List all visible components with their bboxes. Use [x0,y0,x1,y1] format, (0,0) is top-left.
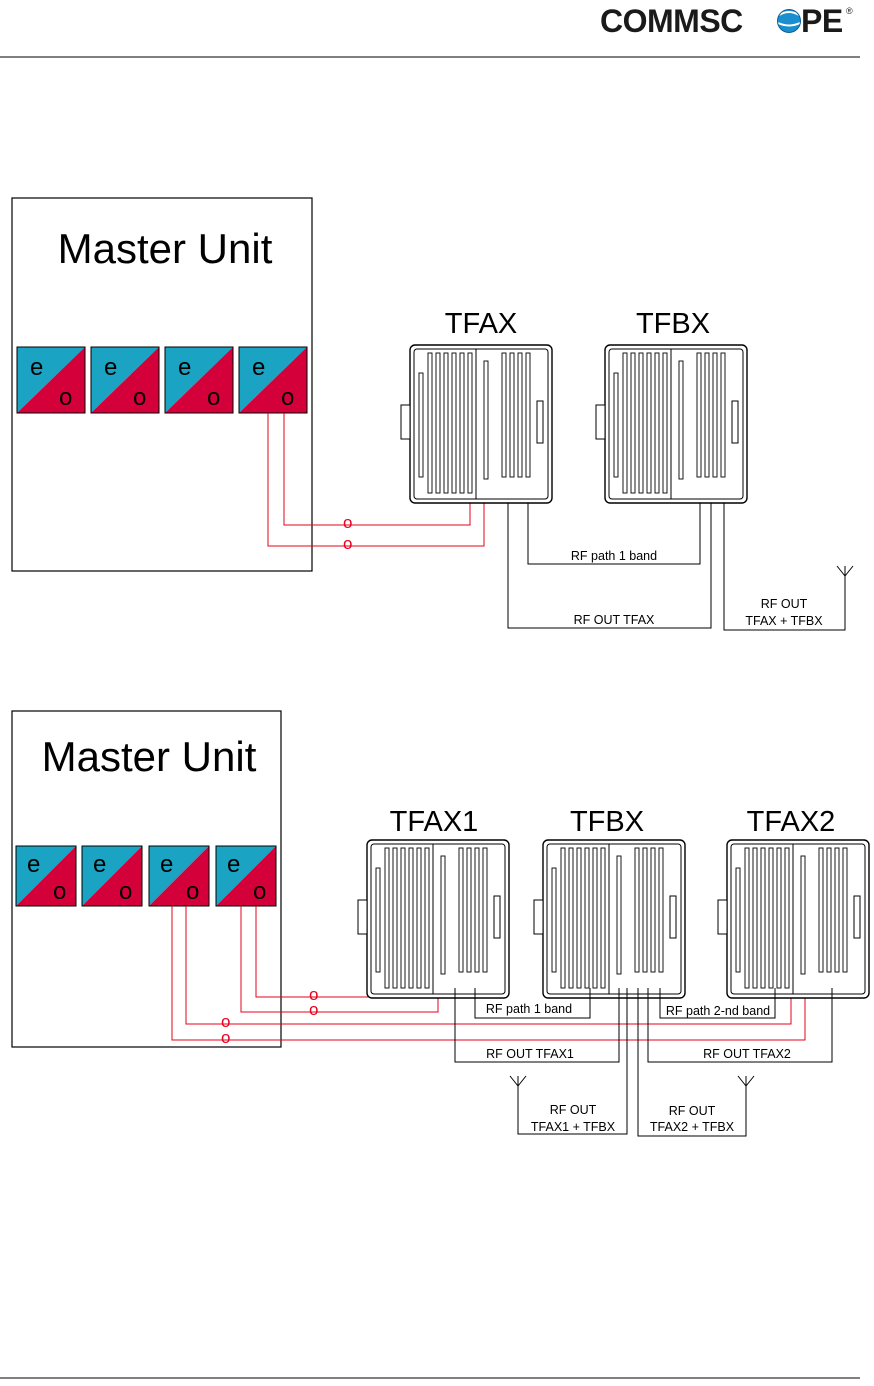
module-o-label: o [119,878,132,905]
eo-module: e o [16,846,76,906]
eo-module: e o [91,347,159,413]
antenna-icon [837,566,853,598]
eo-module: e o [239,347,307,413]
rf-out-combined-label-line1: RF OUT [761,597,808,611]
tfbx-label: TFBX [570,806,644,838]
master-unit-label: Master Unit [42,733,257,780]
module-e-label: e [252,354,265,381]
eo-module: e o [165,347,233,413]
tfax1-label: TFAX1 [390,806,479,838]
rf-out-tfax1-label: RF OUT TFAX1 [486,1047,574,1061]
rf-path-1-label: RF path 1 band [486,1002,572,1016]
module-e-label: e [93,851,106,878]
globe-icon [778,10,801,33]
rf-path-label: RF path 1 band [571,549,657,563]
module-e-label: e [178,354,191,381]
tfax-unit-icon [401,345,552,503]
logo-text-part2: PE [801,3,843,39]
logo-registered-mark: ® [846,6,853,16]
tfbx-label: TFBX [636,308,710,340]
module-o-label: o [186,878,199,905]
eo-module: e o [216,846,276,906]
rf-out-c2-label-line1: RF OUT [669,1104,716,1118]
eo-module: e o [149,846,209,906]
tfbx-unit-icon [534,840,685,998]
module-o-label: o [281,384,294,411]
diagram-2: Master Unit e o e o e o e o [12,711,869,1136]
tfax-label: TFAX [445,308,518,340]
fiber-marker: o [343,513,352,532]
fiber-marker: o [343,534,352,553]
rf-path-2-label: RF path 2-nd band [666,1004,770,1018]
diagram-1: Master Unit e o e o e o e o [12,198,853,630]
rf-out-c1-label-line2: TFAX1 + TFBX [531,1120,616,1134]
tfax2-label: TFAX2 [747,806,836,838]
module-o-label: o [133,384,146,411]
module-e-label: e [160,851,173,878]
rf-out-combined-label-line2: TFAX + TFBX [745,614,823,628]
fiber-marker: o [309,1000,318,1019]
module-e-label: e [30,354,43,381]
module-o-label: o [53,878,66,905]
tfax2-unit-icon [718,840,869,998]
commscope-logo: COMMSC PE ® [600,3,853,39]
module-o-label: o [59,384,72,411]
antenna-icon [510,1076,526,1108]
module-e-label: e [227,851,240,878]
tfax1-unit-icon [358,840,509,998]
eo-module: e o [82,846,142,906]
master-unit-label: Master Unit [58,225,273,272]
module-e-label: e [27,851,40,878]
module-o-label: o [207,384,220,411]
logo-text-part1: COMMSC [600,3,743,39]
rf-out-tfax2-label: RF OUT TFAX2 [703,1047,791,1061]
tfbx-unit-icon [596,345,747,503]
fiber-marker: o [221,1028,230,1047]
antenna-icon [738,1076,754,1108]
rf-out-tfax-label: RF OUT TFAX [574,613,655,627]
module-e-label: e [104,354,117,381]
module-o-label: o [253,878,266,905]
rf-out-c1-label-line1: RF OUT [550,1103,597,1117]
eo-module: e o [17,347,85,413]
rf-out-c2-label-line2: TFAX2 + TFBX [650,1120,735,1134]
